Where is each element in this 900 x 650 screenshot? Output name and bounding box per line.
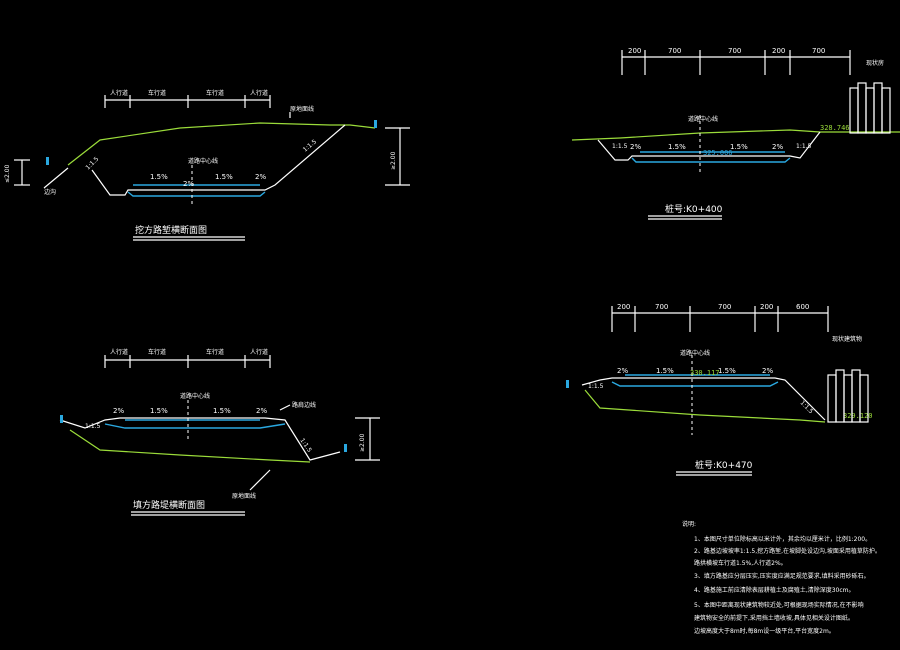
tr-dim-1: 200 <box>628 47 641 55</box>
br-dim-3: 700 <box>718 303 731 311</box>
tr-grade-4: 2% <box>772 143 783 151</box>
br-elev-center: 330.117 <box>690 369 720 377</box>
bl-title: 填方路堤横断面图 <box>133 499 205 511</box>
tl-title: 挖方路堑横断面图 <box>135 224 207 236</box>
notes-line-8: 边坡高度大于8m时,每8m设一级平台,平台宽度2m。 <box>694 627 835 635</box>
notes-line-1: 1、本图尺寸单位除标高以米计外，其余均以厘米计，比例1:200。 <box>694 535 871 543</box>
br-elev-ground: 329.120 <box>843 412 873 420</box>
bl-width-label-3: 车行道 <box>206 348 224 356</box>
section-top-left: 人行道 车行道 车行道 人行道 2% 1.5% 1.5% 2% 道路中心线 1:… <box>4 89 410 241</box>
tl-slope-right: 1:1.5 <box>302 138 318 153</box>
br-dim-2: 700 <box>655 303 668 311</box>
notes-line-5: 4、路基施工前应清除表层耕植土及腐殖土,清除深度30cm。 <box>694 586 855 594</box>
tr-grade-3: 1.5% <box>730 143 748 151</box>
tr-grade-2: 1.5% <box>668 143 686 151</box>
tr-centerline-label: 道路中心线 <box>688 115 718 123</box>
section-bottom-left: 人行道 车行道 车行道 人行道 2% 1.5% 1.5% 2% 道路中心线 1:… <box>59 348 380 516</box>
notes-line-7: 建筑物安全的前提下,采用挡土墙收坡,具体见相关设计图纸。 <box>694 614 854 622</box>
br-title: 桩号:K0+470 <box>695 459 753 471</box>
tl-grade-4: 2% <box>255 173 266 181</box>
br-dim-4: 200 <box>760 303 773 311</box>
bl-stake-left <box>60 415 63 423</box>
tr-building <box>849 82 891 134</box>
bl-centerline-label: 道路中心线 <box>180 392 210 400</box>
bl-shoulder-label: 路肩边线 <box>292 401 316 409</box>
tl-stake-right <box>374 120 377 128</box>
tr-title: 桩号:K0+400 <box>665 203 723 215</box>
br-grade-4: 2% <box>762 367 773 375</box>
bl-ground-label: 原地面线 <box>232 492 256 500</box>
tr-building-label: 现状房 <box>866 59 884 67</box>
br-building-label: 现状建筑物 <box>832 335 862 343</box>
tl-stake-left <box>46 157 49 165</box>
notes-heading: 说明: <box>682 520 696 528</box>
tr-dim-5: 700 <box>812 47 825 55</box>
bl-width-label-2: 车行道 <box>148 348 166 356</box>
section-bottom-right: 200 700 700 200 600 2% 1.5% 1.5% 2% 1:1.… <box>566 303 873 476</box>
tr-dim-3: 700 <box>728 47 741 55</box>
br-grade-3: 1.5% <box>718 367 736 375</box>
tl-height-left: ≤2.00 <box>4 164 11 183</box>
section-top-right: 200 700 700 200 700 2% 1.5% 1.5% 2% 1:1.… <box>571 47 900 220</box>
notes-line-3: 路拱横坡车行道1.5%,人行道2%。 <box>694 559 787 567</box>
notes-line-2: 2、路基边坡坡率1:1.5,挖方路堑,在坡脚处设边沟,坡面采用植草防护。 <box>694 547 881 555</box>
tl-ditch-label: 边沟 <box>44 188 56 196</box>
tr-dim-2: 700 <box>668 47 681 55</box>
tr-slope-left: 1:1.5 <box>612 143 628 150</box>
tl-ground-label: 原地面线 <box>290 105 314 113</box>
tl-slope-left: 1:1.5 <box>84 155 100 171</box>
tl-width-label-1: 人行道 <box>110 89 128 97</box>
tr-grade-1: 2% <box>630 143 641 151</box>
tl-width-label-3: 车行道 <box>206 89 224 97</box>
br-centerline-label: 道路中心线 <box>680 349 710 357</box>
br-dim-5: 600 <box>796 303 809 311</box>
bl-grade-4: 2% <box>256 407 267 415</box>
bl-grade-3: 1.5% <box>213 407 231 415</box>
tl-width-label-4: 人行道 <box>250 89 268 97</box>
bl-grade-2: 1.5% <box>150 407 168 415</box>
bl-grade-1: 2% <box>113 407 124 415</box>
notes-line-4: 3、填方路基应分层压实,压实度应满足规范要求,填料采用砂砾石。 <box>694 572 870 580</box>
tl-grade-1: 2% <box>183 180 194 188</box>
br-slope-left: 1:1.5 <box>588 383 604 390</box>
bl-height-right: ≥2.00 <box>359 433 366 452</box>
br-grade-1: 2% <box>617 367 628 375</box>
br-building <box>827 369 869 423</box>
tr-slope-right: 1:1.5 <box>796 143 812 150</box>
bl-width-label-1: 人行道 <box>110 348 128 356</box>
tl-centerline-label: 道路中心线 <box>188 157 218 165</box>
tr-elev-center: 325.006 <box>703 149 733 157</box>
notes-block: 说明: 1、本图尺寸单位除标高以米计外，其余均以厘米计，比例1:200。 2、路… <box>682 520 881 635</box>
br-stake-left <box>566 380 569 388</box>
bl-slope-left: 1:1.5 <box>85 423 101 430</box>
tr-dim-4: 200 <box>772 47 785 55</box>
tl-grade-2: 1.5% <box>150 173 168 181</box>
tr-elev-ground: 328.746 <box>820 124 850 132</box>
br-dim-1: 200 <box>617 303 630 311</box>
bl-width-label-4: 人行道 <box>250 348 268 356</box>
br-slope-right: 1:1.5 <box>799 399 815 415</box>
tl-grade-3: 1.5% <box>215 173 233 181</box>
br-grade-2: 1.5% <box>656 367 674 375</box>
tl-height-right: ≥2.00 <box>390 151 397 170</box>
notes-line-6: 5、本图中距离现状建筑物较近处,可根据现场实际情况,在不影响 <box>694 601 864 609</box>
tl-width-label-2: 车行道 <box>148 89 166 97</box>
bl-stake-right <box>344 444 347 452</box>
